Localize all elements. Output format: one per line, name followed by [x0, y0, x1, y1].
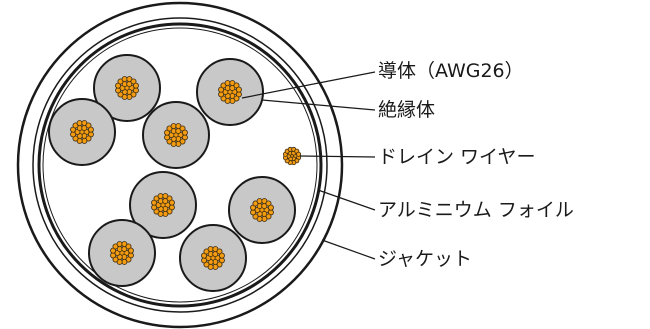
drain-wire — [282, 146, 302, 166]
insulated-wire — [228, 176, 296, 244]
insulated-wire — [129, 171, 197, 239]
conductor-strands — [151, 193, 175, 217]
leader-insulation — [261, 99, 376, 111]
conductor-strand — [181, 129, 188, 136]
leader-drain-wire — [299, 155, 376, 158]
label-drain-wire: ドレイン ワイヤー — [378, 146, 536, 168]
insulated-wires — [48, 54, 296, 292]
conductor-strands — [70, 120, 94, 144]
conductor-strand — [127, 247, 134, 254]
conductor-strand — [235, 86, 242, 93]
leader-lines — [241, 71, 376, 260]
conductor-strands — [218, 80, 242, 104]
label-aluminum-foil: アルミニウム フォイル — [378, 199, 574, 221]
conductor-strand — [168, 199, 175, 206]
conductor-strands — [115, 76, 139, 100]
conductor-strand — [87, 126, 94, 133]
insulated-wire — [48, 98, 116, 166]
label-conductor: 導体（AWG26） — [378, 60, 524, 82]
conductor-strands — [110, 241, 134, 265]
drain-wire-strand — [296, 151, 302, 157]
conductor-strands — [164, 123, 188, 147]
insulated-wire — [196, 58, 264, 126]
insulated-wire — [142, 101, 210, 169]
leader-aluminum-foil — [317, 189, 376, 211]
leader-jacket — [321, 239, 376, 260]
label-jacket: ジャケット — [378, 248, 473, 270]
label-insulation: 絶縁体 — [378, 99, 436, 121]
conductor-strand — [267, 204, 274, 211]
insulated-wire — [179, 224, 247, 292]
insulated-wire — [88, 219, 156, 287]
leader-conductor — [241, 71, 376, 99]
conductor-strands — [250, 198, 274, 222]
conductor-strand — [218, 252, 225, 259]
insulated-wire — [93, 54, 161, 122]
conductor-strands — [201, 246, 225, 270]
conductor-strand — [132, 82, 139, 89]
